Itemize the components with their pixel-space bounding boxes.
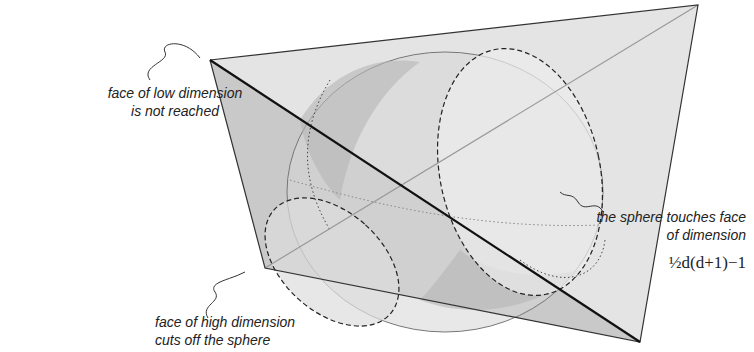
outline-edge: [210, 5, 698, 342]
formula-label: ½d(d+1)−1: [630, 254, 746, 272]
equator-arc: [290, 180, 600, 226]
callout-note: face of high dimension cuts off the sphe…: [155, 313, 315, 349]
callout-note: the sphere touches face of dimension: [596, 208, 746, 244]
front-edge: [210, 60, 640, 342]
upper-face: [210, 5, 698, 342]
touch-circle: [416, 33, 624, 311]
back-edge: [265, 5, 698, 268]
leader-line: [148, 44, 200, 80]
leader-line: [206, 272, 245, 318]
leader-line: [560, 192, 603, 212]
dotted-arc: [308, 80, 331, 230]
callout-note: face of low dimension is not reached: [102, 84, 248, 120]
